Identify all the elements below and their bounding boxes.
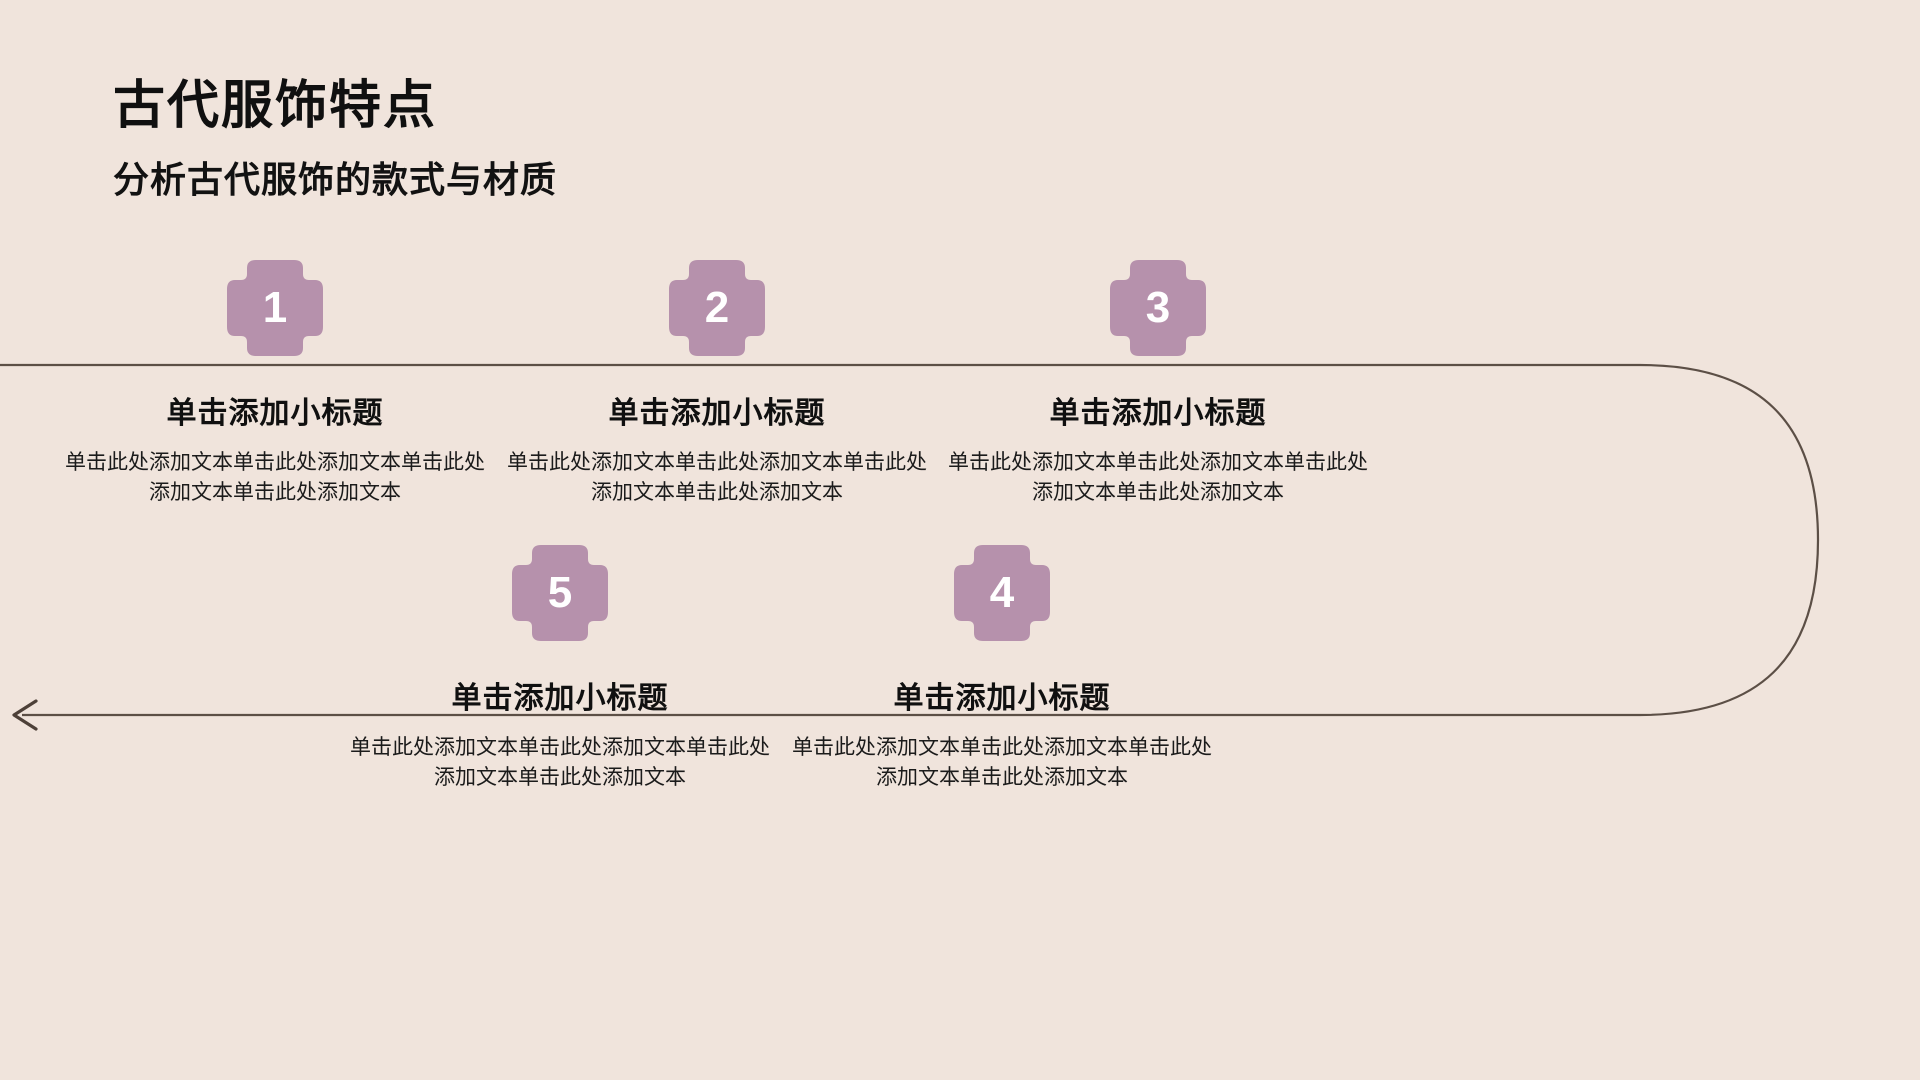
- step-badge-2[interactable]: 2: [667, 258, 767, 358]
- step-number-5: 5: [547, 568, 573, 617]
- step-title-5: 单击添加小标题: [451, 682, 669, 715]
- step-badge-3[interactable]: 3: [1108, 258, 1208, 358]
- step-badge-1[interactable]: 1: [225, 258, 325, 358]
- scalloped-square-icon: [512, 545, 608, 641]
- arrow-left-icon: [12, 699, 38, 731]
- timeline-step-3[interactable]: 3 单击添加小标题 单击此处添加文本单击此处添加文本单击此处添加文本单击此处添加…: [928, 258, 1388, 509]
- page-title: 古代服饰特点: [113, 77, 438, 135]
- step-badge-5[interactable]: 5: [510, 543, 610, 643]
- step-title-3: 单击添加小标题: [1049, 397, 1267, 430]
- step-number-4: 4: [989, 568, 1015, 617]
- step-badge-4[interactable]: 4: [952, 543, 1052, 643]
- step-body-4: 单击此处添加文本单击此处添加文本单击此处添加文本单击此处添加文本: [792, 736, 1212, 790]
- step-body-2: 单击此处添加文本单击此处添加文本单击此处添加文本单击此处添加文本: [507, 451, 927, 505]
- step-body-3: 单击此处添加文本单击此处添加文本单击此处添加文本单击此处添加文本: [948, 451, 1368, 505]
- timeline-step-4[interactable]: 4 单击添加小标题 单击此处添加文本单击此处添加文本单击此处添加文本单击此处添加…: [772, 543, 1232, 794]
- step-body-1: 单击此处添加文本单击此处添加文本单击此处添加文本单击此处添加文本: [65, 451, 485, 505]
- scalloped-square-icon: [227, 260, 323, 356]
- step-body-5: 单击此处添加文本单击此处添加文本单击此处添加文本单击此处添加文本: [350, 736, 770, 790]
- step-title-4: 单击添加小标题: [893, 682, 1111, 715]
- scalloped-square-icon: [954, 545, 1050, 641]
- scalloped-square-icon: [669, 260, 765, 356]
- timeline-step-2[interactable]: 2 单击添加小标题 单击此处添加文本单击此处添加文本单击此处添加文本单击此处添加…: [487, 258, 947, 509]
- step-number-1: 1: [262, 283, 288, 332]
- page-subtitle: 分析古代服饰的款式与材质: [113, 159, 558, 201]
- step-title-2: 单击添加小标题: [608, 397, 826, 430]
- slide-header: 古代服饰特点 分析古代服饰的款式与材质: [113, 78, 1013, 200]
- step-number-3: 3: [1145, 283, 1171, 332]
- step-title-1: 单击添加小标题: [166, 397, 384, 430]
- step-number-2: 2: [704, 283, 730, 332]
- scalloped-square-icon: [1110, 260, 1206, 356]
- timeline-step-5[interactable]: 5 单击添加小标题 单击此处添加文本单击此处添加文本单击此处添加文本单击此处添加…: [330, 543, 790, 794]
- timeline-step-1[interactable]: 1 单击添加小标题 单击此处添加文本单击此处添加文本单击此处添加文本单击此处添加…: [45, 258, 505, 509]
